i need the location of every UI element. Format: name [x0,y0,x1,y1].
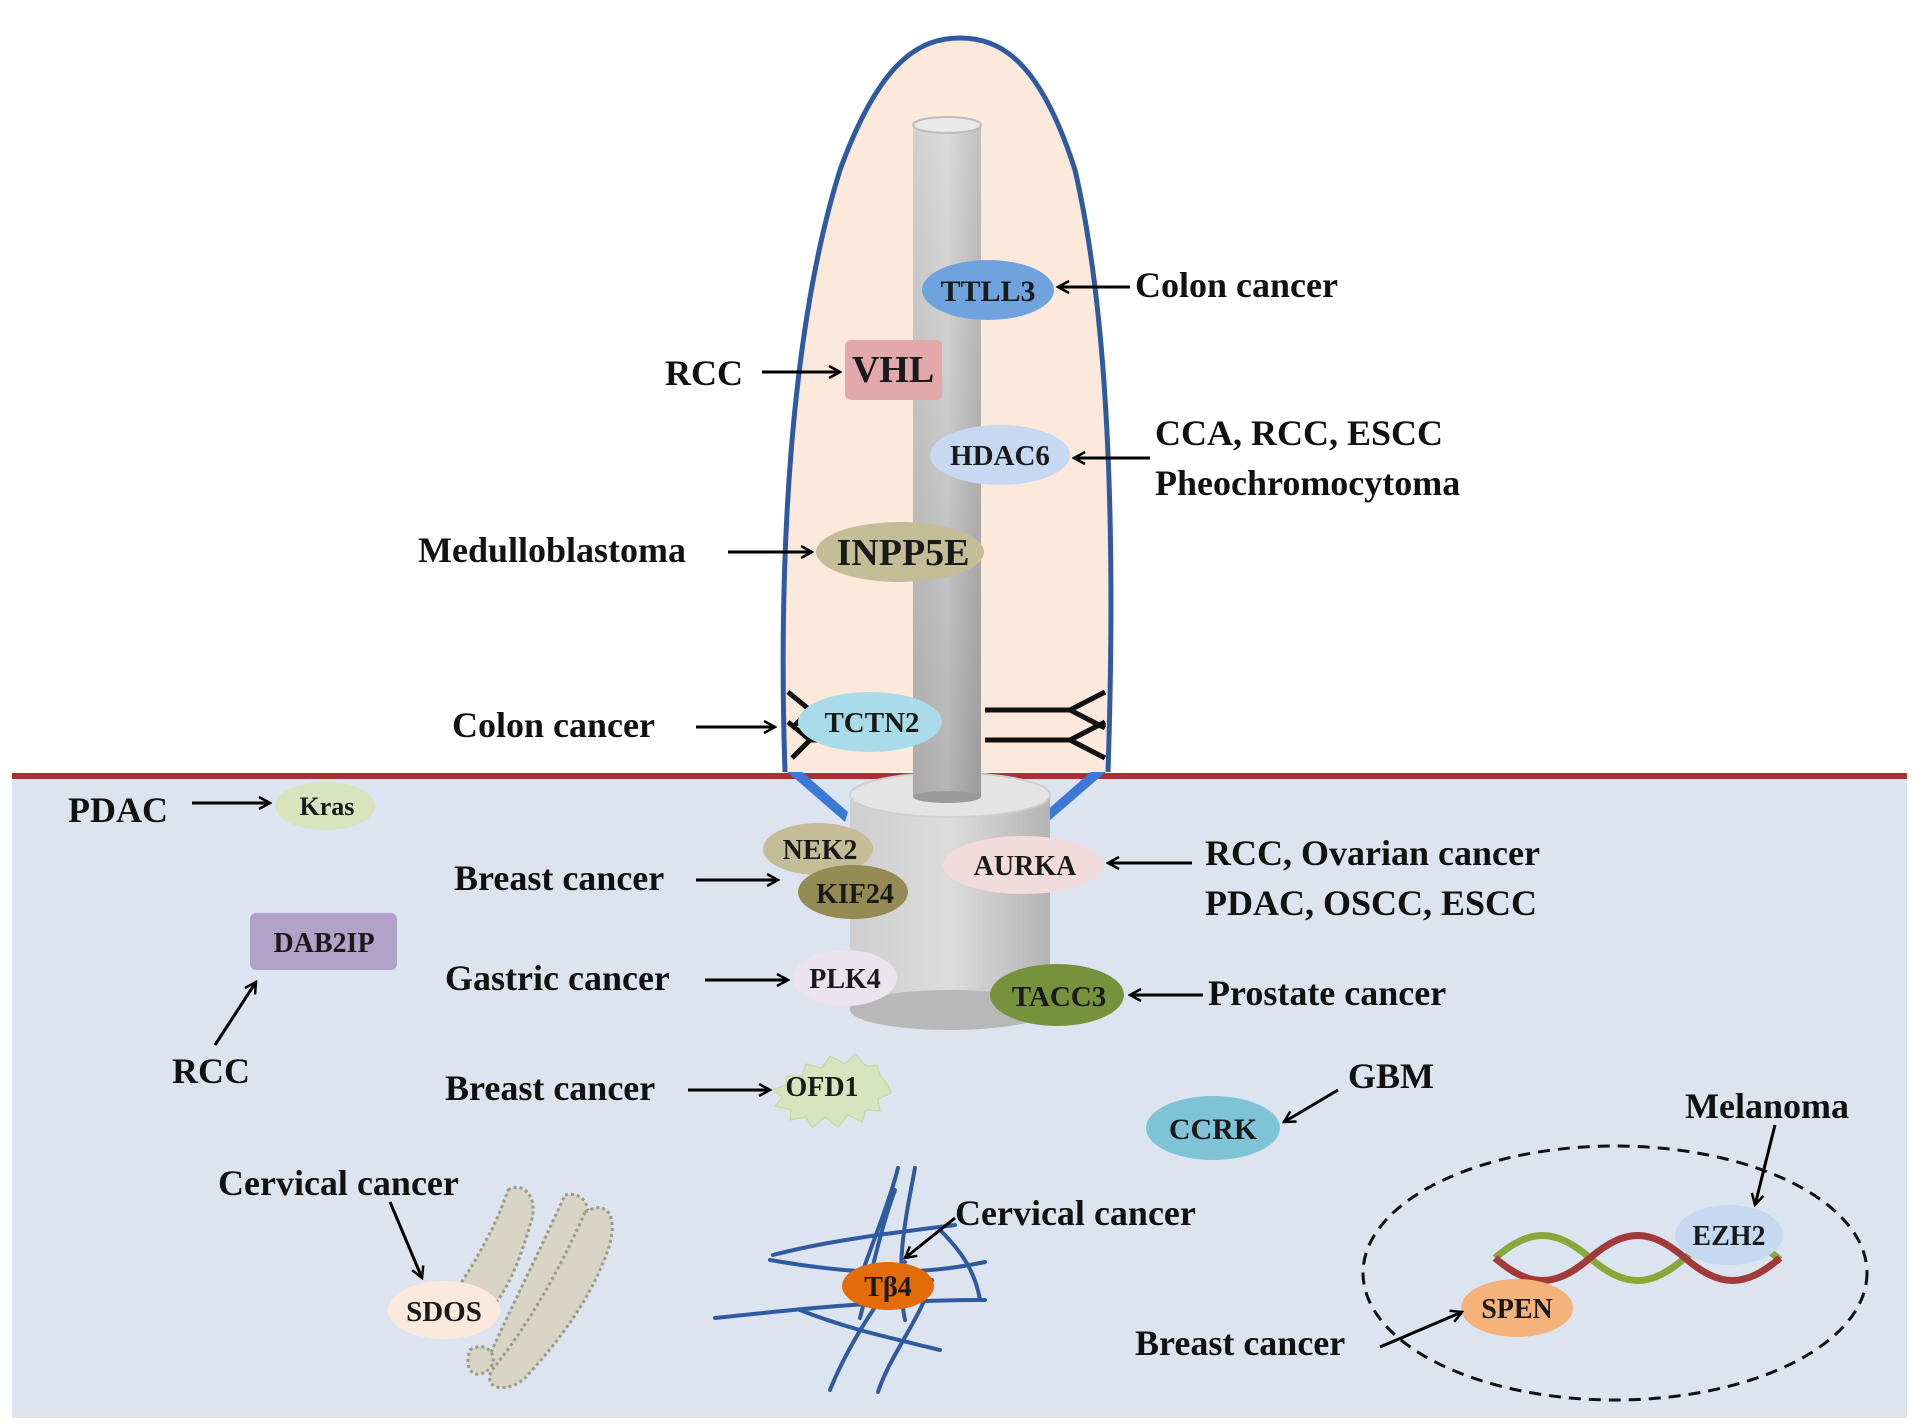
tacc3-icon [990,964,1124,1026]
hdac6-node: HDAC6 [930,425,1070,485]
dab2ip-label: DAB2IP [273,928,374,959]
plk4-label: PLK4 [809,964,881,995]
aurka-label: AURKA [974,851,1077,882]
cancer-aurka-line1: RCC, Ovarian cancer [1205,833,1540,873]
transition-fiber-left [785,770,848,822]
hdac6-label: HDAC6 [950,440,1050,472]
cancer-nek2-kif24: Breast cancer [454,858,664,898]
cancer-ezh2: Melanoma [1685,1086,1849,1126]
ttll3-node: TTLL3 [922,260,1054,320]
cancer-tacc3: Prostate cancer [1208,973,1446,1013]
tb4-label: Tβ4 [864,1272,911,1303]
plk4-icon [793,950,897,1006]
dna-strand-red [1492,1232,1783,1284]
cancer-plk4: Gastric cancer [445,958,670,998]
tctn2-icon [798,692,942,752]
kras-icon [275,782,375,830]
cancer-tctn2: Colon cancer [452,705,655,745]
golgi-organelle [445,1186,614,1390]
sdos-label: SDOS [406,1296,482,1328]
ezh2-label: EZH2 [1692,1221,1765,1252]
kras-label: Kras [300,792,355,821]
arrow-sdos [388,1201,422,1278]
cancer-ttll3: Colon cancer [1135,265,1338,305]
aurka-node: AURKA [943,836,1103,894]
ofd1-node: OFD1 [770,1053,892,1129]
cancer-ofd1: Breast cancer [445,1068,655,1108]
tacc3-node: TACC3 [990,964,1124,1026]
nek2-icon [763,823,873,875]
ttll3-label: TTLL3 [940,275,1035,308]
vhl-icon [845,340,942,400]
plk4-node: PLK4 [793,950,897,1006]
arrow-tb4 [905,1216,956,1258]
arrows [192,287,1777,1349]
spen-icon [1461,1279,1573,1337]
nek2-label: NEK2 [783,835,858,866]
ezh2-icon [1675,1205,1783,1265]
nek2-node: NEK2 [763,823,873,875]
arrow-spen [1379,1312,1462,1349]
ofd1-label: OFD1 [785,1072,858,1103]
ccrk-node: CCRK [1146,1096,1280,1160]
ccrk-icon [1146,1096,1280,1160]
inpp5e-icon [816,522,984,582]
cancer-tb4: Cervical cancer [955,1193,1196,1233]
cancer-hdac6-line2: Pheochromocytoma [1155,463,1460,503]
kras-node: Kras [275,782,375,830]
ttll3-icon [922,260,1054,320]
cancer-spen: Breast cancer [1135,1323,1345,1363]
transition-fiber-right [1045,770,1108,822]
cancer-kras: PDAC [68,790,168,830]
cancer-dab2ip: RCC [172,1051,250,1091]
vhl-node: VHL [845,340,942,400]
arrow-dab2ip [213,982,256,1046]
inpp5e-label: INPP5E [837,532,970,574]
cancer-aurka-line2: PDAC, OSCC, ESCC [1205,883,1537,923]
vhl-label: VHL [852,349,934,391]
kif24-icon [798,865,908,919]
tctn2-node: TCTN2 [798,692,942,752]
inpp5e-node: INPP5E [816,522,984,582]
tctn2-label: TCTN2 [824,707,919,739]
sdos-icon [388,1281,500,1339]
tb4-icon [842,1262,934,1310]
nucleus-envelope [1361,1144,1869,1402]
tacc3-label: TACC3 [1012,981,1107,1013]
nucleus: EZH2 SPEN [1361,1144,1869,1402]
spen-label: SPEN [1481,1294,1553,1325]
sdos-node: SDOS [388,1281,500,1339]
aurka-icon [943,836,1103,894]
arrow-ccrk [1284,1088,1339,1122]
kif24-node: KIF24 [798,865,908,919]
cancer-sdos: Cervical cancer [218,1163,459,1203]
cancer-vhl: RCC [665,353,743,393]
arrow-ezh2 [1755,1124,1777,1205]
starburst-icon [770,1053,892,1129]
ccrk-label: CCRK [1169,1113,1258,1146]
cancer-inpp5e: Medulloblastoma [418,530,686,570]
hdac6-icon [930,425,1070,485]
kif24-label: KIF24 [816,879,894,910]
tb4-node: Tβ4 [842,1262,934,1310]
dab2ip-icon [250,913,397,970]
cancer-ccrk: GBM [1348,1056,1434,1096]
cancer-hdac6-line1: CCA, RCC, ESCC [1155,413,1443,453]
dab2ip-node: DAB2IP [250,913,397,970]
